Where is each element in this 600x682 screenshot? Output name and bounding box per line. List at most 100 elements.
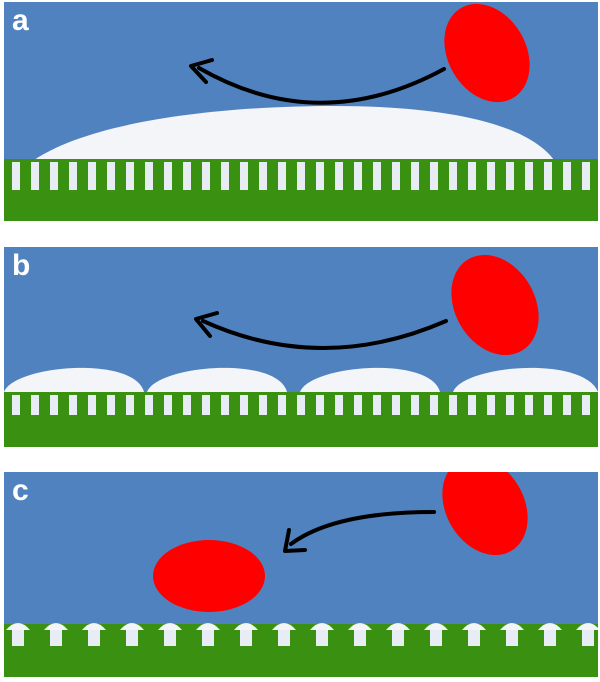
air-groove	[373, 395, 381, 415]
air-groove	[88, 630, 100, 646]
attached-cell	[153, 540, 265, 612]
air-groove	[278, 630, 290, 646]
panel-c-drawing	[4, 472, 598, 677]
air-groove	[468, 395, 476, 415]
air-groove	[278, 395, 286, 415]
air-groove	[392, 162, 400, 190]
arrow-shaft	[289, 510, 436, 546]
arrow-head	[194, 311, 219, 338]
air-groove	[487, 395, 495, 415]
arrow-shaft	[201, 319, 448, 350]
panel-b: b	[4, 247, 598, 447]
air-meniscus	[310, 623, 334, 630]
air-meniscus	[196, 623, 220, 630]
air-groove	[107, 162, 115, 190]
air-groove	[202, 630, 214, 646]
substrate-gaps	[12, 395, 590, 415]
air-meniscus	[500, 623, 524, 630]
air-groove	[164, 162, 172, 190]
air-groove	[392, 395, 400, 415]
air-groove	[221, 395, 229, 415]
air-groove	[202, 162, 210, 190]
air-groove	[430, 162, 438, 190]
air-groove	[411, 395, 419, 415]
air-meniscus	[386, 623, 410, 630]
air-groove	[202, 395, 210, 415]
air-groove	[563, 162, 571, 190]
air-groove	[582, 162, 590, 190]
air-groove	[525, 162, 533, 190]
cell	[444, 3, 530, 103]
pillar-layer	[4, 624, 598, 647]
air-meniscus	[538, 623, 562, 630]
panel-label: b	[12, 249, 31, 282]
air-groove	[449, 395, 457, 415]
air-groove	[392, 630, 404, 646]
air-groove	[31, 162, 39, 190]
air-groove	[88, 162, 96, 190]
air-meniscus	[44, 623, 68, 630]
air-groove	[449, 162, 457, 190]
substrate-base	[4, 415, 598, 447]
air-meniscus	[120, 623, 144, 630]
air-groove	[240, 395, 248, 415]
panel-b-drawing	[4, 254, 598, 447]
air-meniscus	[234, 623, 258, 630]
air-meniscus	[158, 623, 182, 630]
air-groove	[183, 395, 191, 415]
air-groove	[164, 395, 172, 415]
air-bubble	[4, 367, 144, 392]
air-groove	[126, 630, 138, 646]
air-groove	[69, 162, 77, 190]
air-groove	[88, 395, 96, 415]
air-groove	[12, 162, 20, 190]
air-groove	[50, 630, 62, 646]
air-groove	[278, 162, 286, 190]
panel-a: a	[4, 2, 598, 221]
panel-label: a	[12, 4, 29, 37]
air-groove	[506, 630, 518, 646]
air-groove	[525, 395, 533, 415]
air-bubble	[147, 367, 287, 392]
air-meniscus	[576, 623, 598, 630]
air-pockets	[6, 623, 598, 630]
panel-a-drawing	[4, 3, 598, 221]
air-groove	[373, 162, 381, 190]
air-groove	[468, 630, 480, 646]
air-groove	[506, 162, 514, 190]
air-bubble	[300, 367, 440, 392]
air-groove	[240, 630, 252, 646]
arrow-shaft	[197, 66, 446, 105]
air-groove	[335, 395, 343, 415]
air-groove	[12, 395, 20, 415]
air-meniscus	[272, 623, 296, 630]
air-groove	[354, 162, 362, 190]
substrate-gaps	[12, 162, 590, 190]
air-groove	[354, 630, 366, 646]
air-groove	[259, 162, 267, 190]
air-layer	[34, 106, 554, 160]
air-groove	[221, 162, 229, 190]
air-groove	[582, 630, 594, 646]
air-groove	[145, 395, 153, 415]
air-meniscus	[6, 623, 30, 630]
air-groove	[544, 630, 556, 646]
air-groove	[563, 395, 571, 415]
air-groove	[316, 395, 324, 415]
air-groove	[544, 395, 552, 415]
substrate-base	[4, 646, 598, 677]
air-groove	[126, 395, 134, 415]
substrate-gaps	[12, 630, 594, 646]
air-groove	[31, 395, 39, 415]
air-groove	[183, 162, 191, 190]
air-bubble	[453, 367, 598, 392]
air-meniscus	[82, 623, 106, 630]
air-groove	[335, 162, 343, 190]
arrow-head	[189, 58, 214, 84]
air-meniscus	[424, 623, 448, 630]
air-groove	[12, 630, 24, 646]
panel-label: c	[12, 474, 29, 507]
panel-c: c	[4, 472, 598, 677]
air-meniscus	[348, 623, 372, 630]
air-groove	[544, 162, 552, 190]
